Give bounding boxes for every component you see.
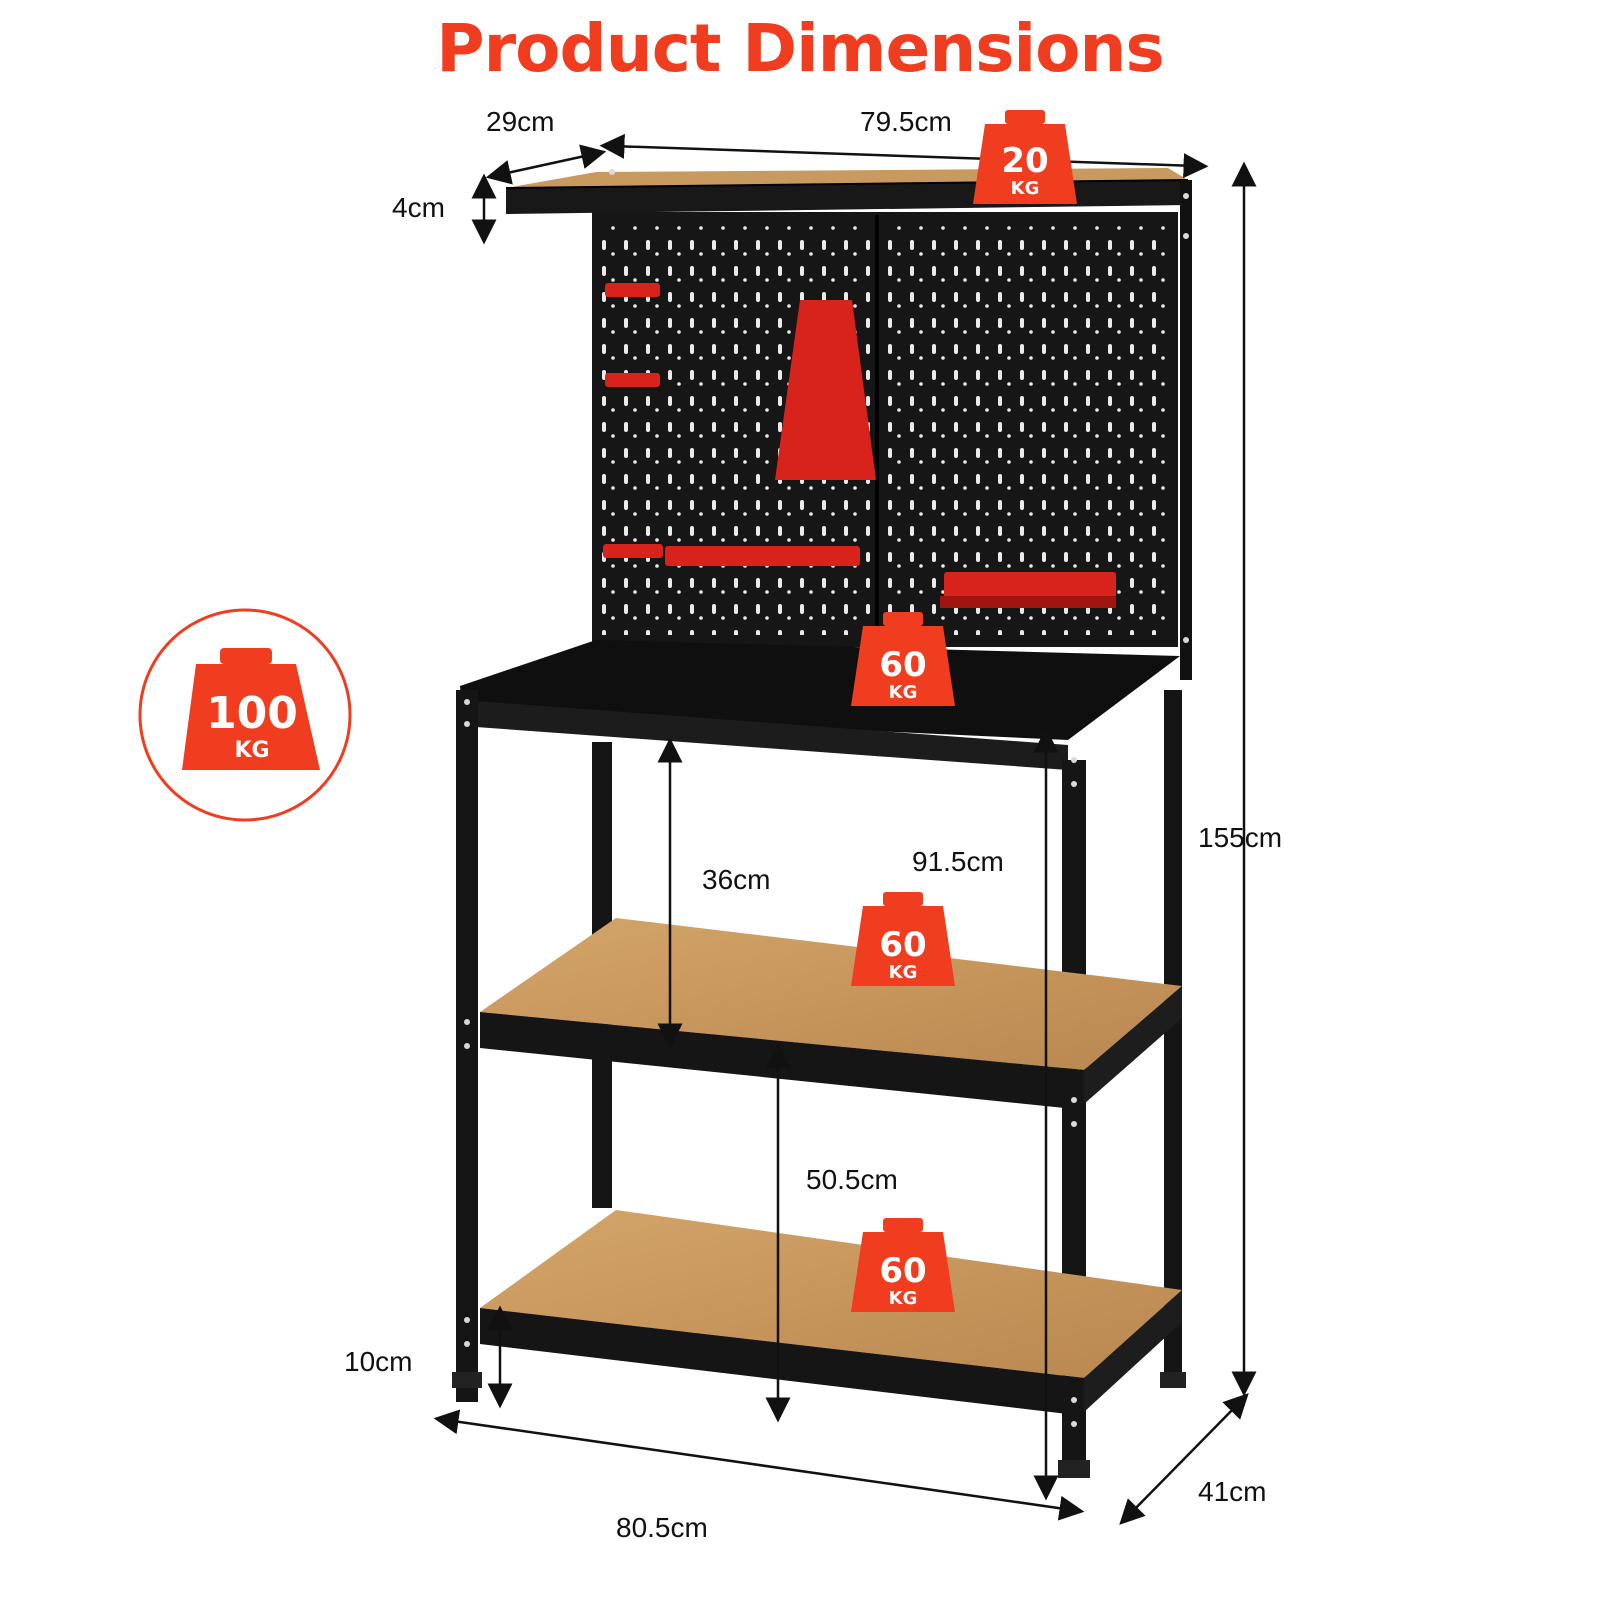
dimension-lines — [433, 133, 1257, 1525]
bottom-shelf-load-unit: KG — [889, 1288, 918, 1309]
top-shelf-load: 20 KG — [973, 110, 1077, 204]
total-load-unit: KG — [234, 738, 269, 763]
base-width-label: 80.5cm — [616, 1512, 708, 1543]
worktop-load-value: 60 — [879, 645, 926, 685]
total-load-value: 100 — [206, 688, 298, 739]
upper-gap-label: 36cm — [702, 864, 771, 895]
top-width-label: 79.5cm — [860, 106, 952, 137]
weight-icon — [851, 1218, 955, 1312]
weight-icon — [851, 892, 955, 986]
weight-icon — [851, 612, 955, 706]
top-shelf-load-unit: KG — [1011, 178, 1040, 199]
bottom-shelf-load-value: 60 — [879, 1251, 926, 1291]
middle-shelf-load-value: 60 — [879, 925, 926, 965]
total-height-label: 155cm — [1198, 822, 1283, 853]
pegboard — [592, 212, 1178, 647]
middle-shelf-load-unit: KG — [889, 962, 918, 983]
rail-height-label: 4cm — [392, 192, 445, 223]
page-title: Product Dimensions — [436, 10, 1165, 87]
worktop-load: 60 KG — [851, 612, 955, 706]
frame-bolts — [464, 169, 1189, 1427]
pegboard-tools — [603, 283, 1116, 608]
work-height-label: 91.5cm — [912, 846, 1004, 877]
worktop-load-unit: KG — [889, 682, 918, 703]
middle-shelf-load: 60 KG — [851, 892, 955, 986]
weight-icon — [973, 110, 1077, 204]
top-depth-label: 29cm — [486, 106, 555, 137]
total-load-badge: 100 KG — [138, 608, 352, 822]
weight-icon — [182, 648, 320, 770]
base-depth-label: 41cm — [1198, 1476, 1267, 1507]
worktop — [460, 640, 1180, 770]
top-shelf-load-value: 20 — [1001, 141, 1048, 181]
lower-gap-label: 50.5cm — [806, 1164, 898, 1195]
bottom-shelf-load: 60 KG — [851, 1218, 955, 1312]
ground-clearance-label: 10cm — [344, 1346, 413, 1377]
